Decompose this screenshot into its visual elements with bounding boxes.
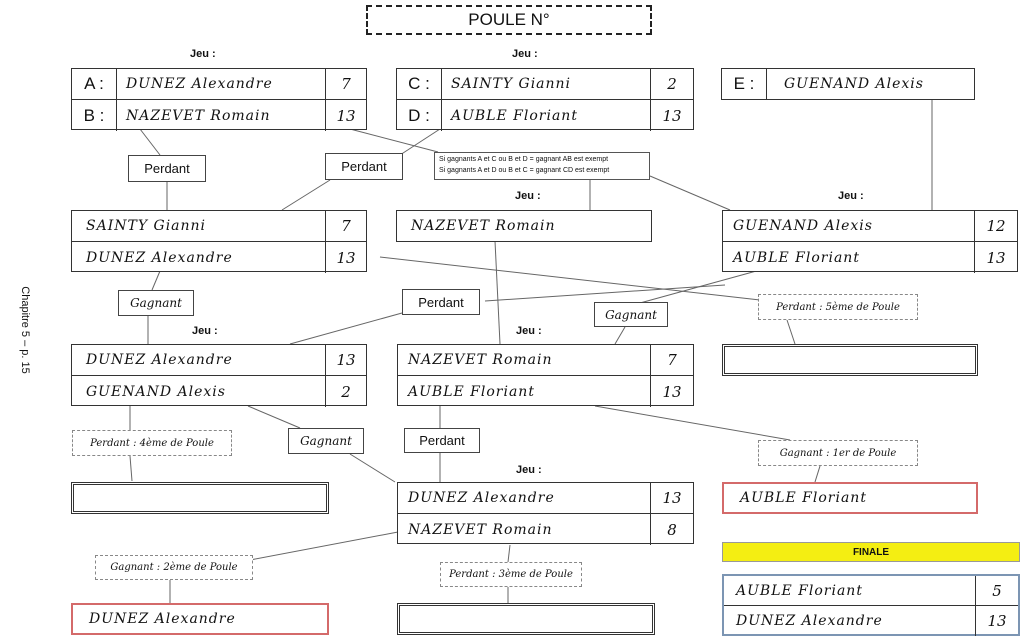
- fifth-place-box: [722, 344, 978, 376]
- match-row: C : SAINTY Gianni 2: [397, 69, 693, 100]
- player-name: AUBLE Floriant: [733, 249, 860, 266]
- gagnant-label: Gagnant: [118, 290, 194, 316]
- player-score: 7: [325, 69, 366, 99]
- seed-letter: B :: [72, 100, 117, 131]
- player-name: DUNEZ Alexandre: [736, 613, 883, 629]
- third-place-label: Perdant : 3ème de Poule: [440, 562, 582, 587]
- match-ab-box: A : DUNEZ Alexandre 7 B : NAZEVET Romain…: [71, 68, 367, 131]
- match-row: AUBLE Floriant 13: [723, 242, 1017, 273]
- perdant-label: Perdant: [404, 428, 480, 453]
- final-round-match-box: DUNEZ Alexandre 13 NAZEVET Romain 8: [397, 482, 694, 545]
- match-row: DUNEZ Alexandre 13: [72, 345, 366, 376]
- match-row: SAINTY Gianni 7: [72, 211, 366, 242]
- gagnant-label: Gagnant: [594, 302, 668, 327]
- perdant-label: Perdant: [325, 153, 403, 180]
- jeu-label: Jeu :: [515, 190, 541, 202]
- player-score: 13: [650, 100, 693, 131]
- left-match-box: DUNEZ Alexandre 13 GUENAND Alexis 2: [71, 344, 367, 407]
- match-row: NAZEVET Romain 8: [398, 514, 693, 545]
- first-place-label: Gagnant : 1er de Poule: [758, 440, 918, 466]
- player-name: DUNEZ Alexandre: [86, 352, 233, 368]
- match-row: A : DUNEZ Alexandre 7: [72, 69, 366, 100]
- match-row: NAZEVET Romain 7: [398, 345, 693, 376]
- jeu-label: Jeu :: [512, 48, 538, 60]
- fourth-place-label: Perdant : 4ème de Poule: [72, 430, 232, 456]
- player-score: 12: [974, 211, 1017, 241]
- seed-letter: D :: [397, 100, 442, 131]
- player-name: DUNEZ Alexandre: [86, 249, 233, 266]
- exempt-rule-line: Si gagnants A et C ou B et D = gagnant A…: [439, 156, 609, 163]
- seed-letter: C :: [397, 69, 442, 99]
- player-name: SAINTY Gianni: [451, 76, 572, 92]
- player-score: 13: [325, 242, 366, 273]
- player-name: GUENAND Alexis: [733, 218, 873, 234]
- finale-header: FINALE: [722, 542, 1020, 562]
- finale-match-box: AUBLE Floriant 5 DUNEZ Alexandre 13: [722, 574, 1020, 636]
- e-match-box: GUENAND Alexis 12 AUBLE Floriant 13: [722, 210, 1018, 273]
- bye-box: NAZEVET Romain: [396, 210, 652, 242]
- first-place-box: AUBLE Floriant: [722, 482, 978, 514]
- third-place-box: [397, 603, 655, 635]
- match-row: DUNEZ Alexandre 13: [724, 606, 1018, 636]
- jeu-label: Jeu :: [192, 325, 218, 337]
- player-name: NAZEVET Romain: [408, 521, 553, 538]
- player-score: 8: [650, 514, 693, 545]
- fourth-place-box: [71, 482, 329, 514]
- player-score: 13: [974, 242, 1017, 273]
- gagnant-label: Gagnant: [288, 428, 364, 454]
- player-score: 13: [325, 345, 366, 375]
- exempt-rule-line: Si gagnants A et D ou B et C = gagnant C…: [439, 167, 610, 174]
- player-name: GUENAND Alexis: [784, 76, 924, 92]
- seed-letter: A :: [72, 69, 117, 99]
- jeu-label: Jeu :: [838, 190, 864, 202]
- player-score: 7: [650, 345, 693, 375]
- losers-match-box: SAINTY Gianni 7 DUNEZ Alexandre 13: [71, 210, 367, 273]
- perdant-label: Perdant: [128, 155, 206, 182]
- player-score: 5: [975, 576, 1018, 605]
- perdant-label: Perdant: [402, 289, 480, 315]
- player-name: NAZEVET Romain: [411, 218, 556, 234]
- player-score: 2: [325, 376, 366, 407]
- mid-match-box: NAZEVET Romain 7 AUBLE Floriant 13: [397, 344, 694, 407]
- seed-e-box: E : GUENAND Alexis: [721, 68, 975, 100]
- side-page-label: Chapitre 5 – p. 15: [19, 286, 31, 374]
- match-row: GUENAND Alexis 12: [723, 211, 1017, 242]
- exempt-rule-note: Si gagnants A et C ou B et D = gagnant A…: [434, 152, 650, 180]
- player-name: GUENAND Alexis: [86, 383, 226, 400]
- player-score: 13: [650, 376, 693, 407]
- player-name: DUNEZ Alexandre: [126, 76, 273, 92]
- player-score: 13: [325, 100, 366, 131]
- player-score: 7: [325, 211, 366, 241]
- player-score: 13: [975, 606, 1018, 636]
- player-name: DUNEZ Alexandre: [408, 490, 555, 506]
- match-cd-box: C : SAINTY Gianni 2 D : AUBLE Floriant 1…: [396, 68, 694, 131]
- second-place-box: DUNEZ Alexandre: [71, 603, 329, 635]
- pool-title: POULE N°: [366, 5, 652, 35]
- player-name: AUBLE Floriant: [740, 490, 867, 506]
- jeu-label: Jeu :: [516, 325, 542, 337]
- player-name: AUBLE Floriant: [408, 383, 535, 400]
- second-place-label: Gagnant : 2ème de Poule: [95, 555, 253, 580]
- seed-letter: E :: [722, 69, 767, 99]
- jeu-label: Jeu :: [190, 48, 216, 60]
- match-row: AUBLE Floriant 5: [724, 576, 1018, 606]
- match-row: B : NAZEVET Romain 13: [72, 100, 366, 131]
- player-name: NAZEVET Romain: [408, 352, 553, 368]
- fifth-place-label: Perdant : 5ème de Poule: [758, 294, 918, 320]
- match-row: DUNEZ Alexandre 13: [398, 483, 693, 514]
- match-row: D : AUBLE Floriant 13: [397, 100, 693, 131]
- player-name: AUBLE Floriant: [736, 582, 863, 599]
- match-row: GUENAND Alexis 2: [72, 376, 366, 407]
- player-name: NAZEVET Romain: [126, 107, 271, 124]
- player-name: DUNEZ Alexandre: [89, 611, 236, 627]
- player-score: 2: [650, 69, 693, 99]
- jeu-label: Jeu :: [516, 464, 542, 476]
- player-name: SAINTY Gianni: [86, 218, 207, 234]
- player-name: AUBLE Floriant: [451, 107, 578, 124]
- match-row: AUBLE Floriant 13: [398, 376, 693, 407]
- player-score: 13: [650, 483, 693, 513]
- match-row: DUNEZ Alexandre 13: [72, 242, 366, 273]
